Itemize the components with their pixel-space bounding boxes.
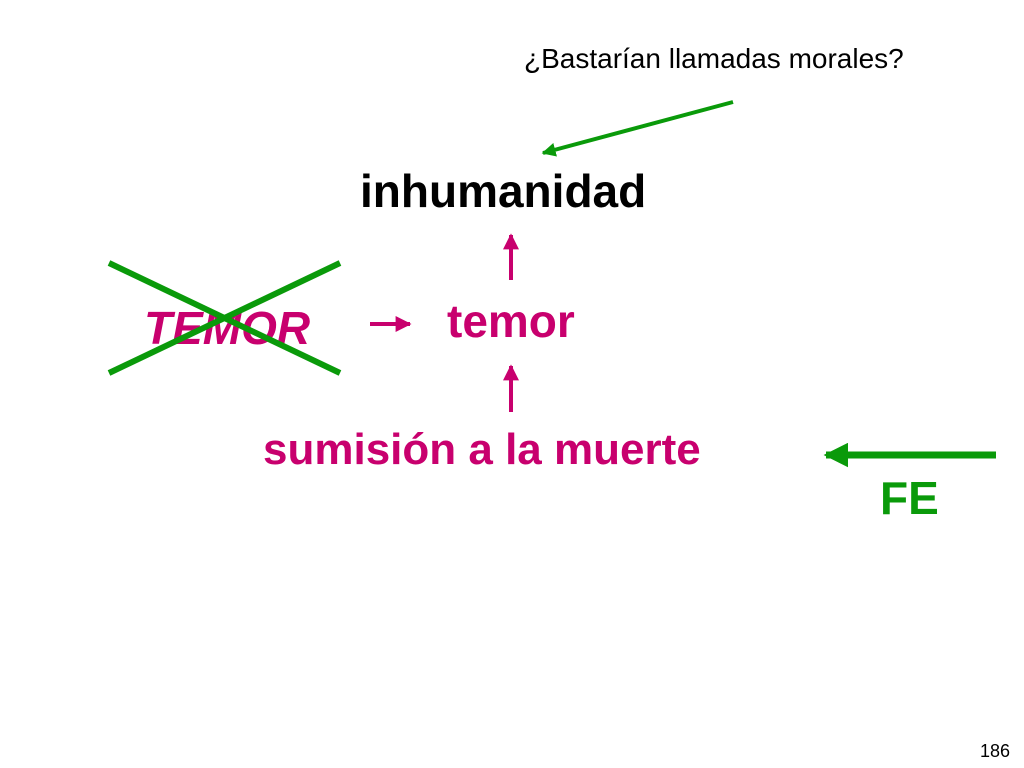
- node-inhumanidad: inhumanidad: [360, 165, 647, 217]
- page-number: 186: [980, 741, 1011, 761]
- node-fe: FE: [880, 472, 939, 524]
- node-sumision: sumisión a la muerte: [263, 425, 701, 474]
- arrow-question-to-inhumanidad: [541, 100, 734, 157]
- cross-line-2: [107, 260, 342, 376]
- question-text: ¿Bastarían llamadas morales?: [524, 43, 904, 74]
- node-temor: temor: [447, 295, 575, 347]
